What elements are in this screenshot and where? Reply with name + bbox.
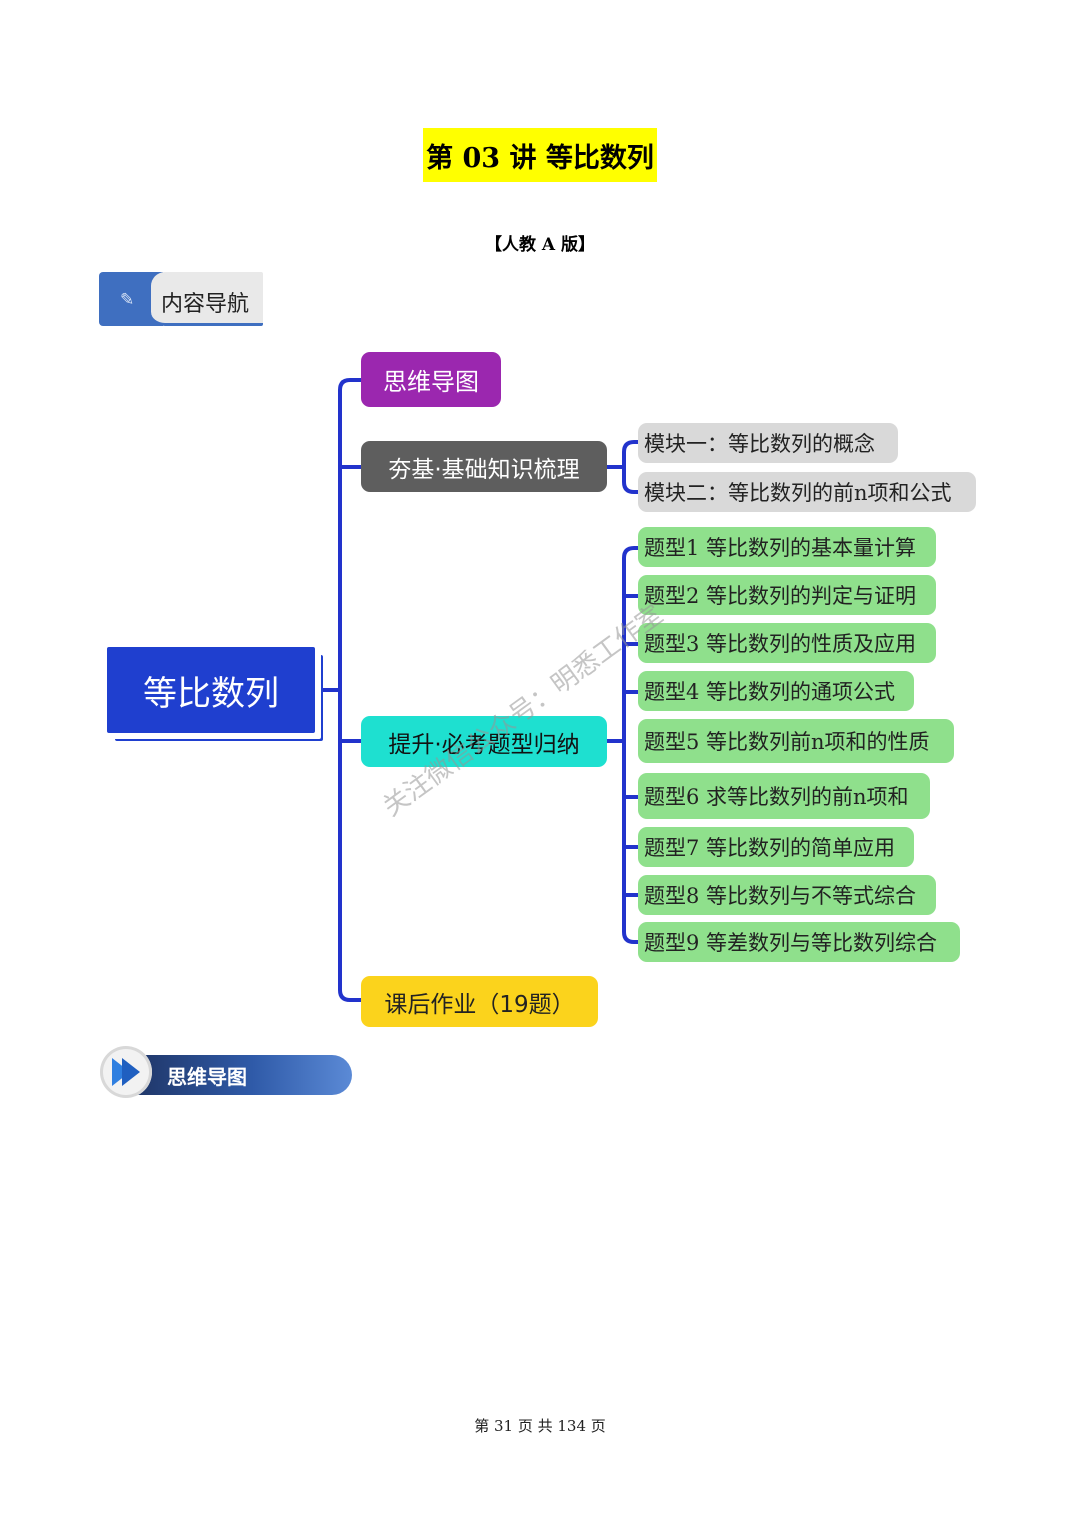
question-type-2: 题型2 等比数列的判定与证明: [638, 575, 936, 615]
question-type-1: 题型1 等比数列的基本量计算: [638, 527, 936, 567]
mindmap-root: 等比数列: [107, 647, 315, 733]
question-type-5: 题型5 等比数列前n项和的性质: [638, 719, 954, 763]
branch-mindmap: 思维导图: [361, 352, 501, 407]
module-1: 模块一：等比数列的概念: [638, 423, 898, 463]
question-type-8: 题型8 等比数列与不等式综合: [638, 875, 936, 915]
mindmap-section-header: 思维导图: [100, 1046, 352, 1098]
mindmap-section-label: 思维导图: [167, 1065, 247, 1089]
module-2: 模块二：等比数列的前n项和公式: [638, 472, 976, 512]
question-type-4: 题型4 等比数列的通项公式: [638, 671, 914, 711]
content-nav-label: 内容导航: [161, 292, 250, 317]
question-type-6: 题型6 求等比数列的前n项和: [638, 773, 930, 819]
page-title: 第 03 讲 等比数列: [423, 128, 657, 182]
page-footer: 第 31 页 共 134 页: [474, 1417, 606, 1435]
branch-basic-knowledge: 夯基·基础知识梳理: [361, 441, 607, 492]
question-type-7: 题型7 等比数列的简单应用: [638, 827, 914, 867]
branch-question-types: 提升·必考题型归纳: [361, 716, 607, 767]
question-type-3: 题型3 等比数列的性质及应用: [638, 623, 936, 663]
double-chevron-right-icon: [112, 1058, 140, 1086]
tag-icon: ✎: [120, 290, 135, 310]
edition-label: 【人教 A 版】: [484, 235, 596, 255]
question-type-9: 题型9 等差数列与等比数列综合: [638, 922, 960, 962]
branch-homework: 课后作业（19题）: [361, 976, 598, 1027]
content-nav-header: ✎ 内容导航: [99, 272, 263, 326]
